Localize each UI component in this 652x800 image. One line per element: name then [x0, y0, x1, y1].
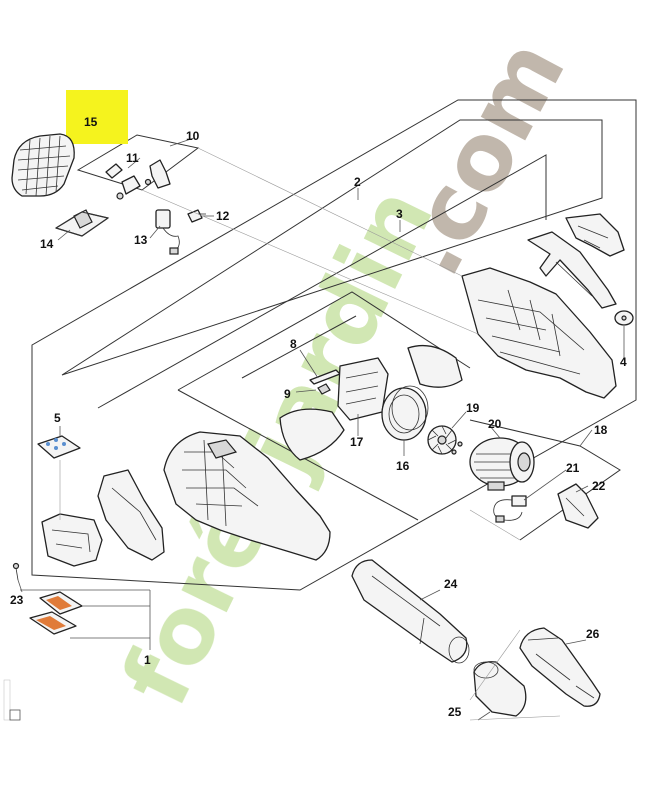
label-22: 22: [592, 479, 606, 493]
label-24: 24: [444, 577, 458, 591]
part-24-tube[interactable]: [351, 559, 470, 664]
label-26: 26: [586, 627, 600, 641]
label-13: 13: [134, 233, 148, 247]
panel-top-curved[interactable]: [407, 344, 463, 388]
part-20-motor[interactable]: [469, 437, 535, 491]
battery-holder[interactable]: [41, 513, 103, 567]
trim-piece[interactable]: [97, 469, 165, 561]
part-17-mount[interactable]: [337, 357, 389, 421]
frame-group-3: [61, 119, 603, 376]
label-14: 14: [40, 237, 54, 251]
part-15-grille[interactable]: [11, 90, 128, 197]
label-11: 11: [126, 151, 139, 165]
panel-left-curved[interactable]: [279, 408, 345, 461]
label-5: 5: [54, 411, 61, 425]
frame-group-14: [55, 211, 110, 237]
label-3: 3: [396, 207, 403, 221]
label-19: 19: [466, 401, 480, 415]
frame-group-2: [31, 99, 637, 591]
part-3-frame[interactable]: [527, 231, 617, 309]
label-10: 10: [186, 129, 200, 143]
frame-group-8: [241, 315, 357, 379]
part-12-screw[interactable]: [187, 209, 206, 223]
frame-group-3-b: [97, 154, 547, 409]
label-25: 25: [448, 705, 462, 719]
part-9-clip[interactable]: [317, 383, 331, 395]
part-labels: 15 10 11 2 3 12 13 14 8 4 9 5 19 20 18 1…: [10, 115, 627, 719]
leader-lines: [17, 137, 625, 721]
label-15: 15: [84, 115, 98, 129]
part-19-fan[interactable]: [427, 425, 463, 455]
part-16-ring[interactable]: [381, 385, 429, 441]
label-20: 20: [488, 417, 502, 431]
label-9: 9: [284, 387, 291, 401]
part-22-cap[interactable]: [557, 483, 599, 529]
label-8: 8: [290, 337, 297, 351]
part-5-label[interactable]: [37, 435, 81, 459]
part-25-nozzle[interactable]: [473, 661, 527, 717]
part-4-washer[interactable]: [614, 310, 634, 326]
label-16: 16: [396, 459, 410, 473]
part-15-highlight: [66, 90, 128, 144]
part-23-screw[interactable]: [12, 562, 20, 581]
construction-lines: [59, 147, 561, 721]
label-1: 1: [144, 653, 151, 667]
label-17: 17: [350, 435, 364, 449]
label-12: 12: [216, 209, 230, 223]
part-13-sensor[interactable]: [155, 209, 180, 255]
part-21-harness[interactable]: [493, 495, 527, 523]
label-4: 4: [620, 355, 627, 369]
part-26-nozzle[interactable]: [519, 627, 601, 707]
label-23: 23: [10, 593, 24, 607]
side-code-marks: [3, 679, 21, 721]
label-21: 21: [566, 461, 580, 475]
housing-right[interactable]: [461, 267, 617, 399]
part-11-clip[interactable]: [105, 159, 171, 200]
label-18: 18: [594, 423, 608, 437]
part-2-cover[interactable]: [565, 213, 625, 257]
housing-left[interactable]: [163, 431, 331, 561]
part-1-labels[interactable]: [29, 591, 83, 635]
label-2: 2: [354, 175, 361, 189]
frame-motor-group: [177, 291, 471, 391]
